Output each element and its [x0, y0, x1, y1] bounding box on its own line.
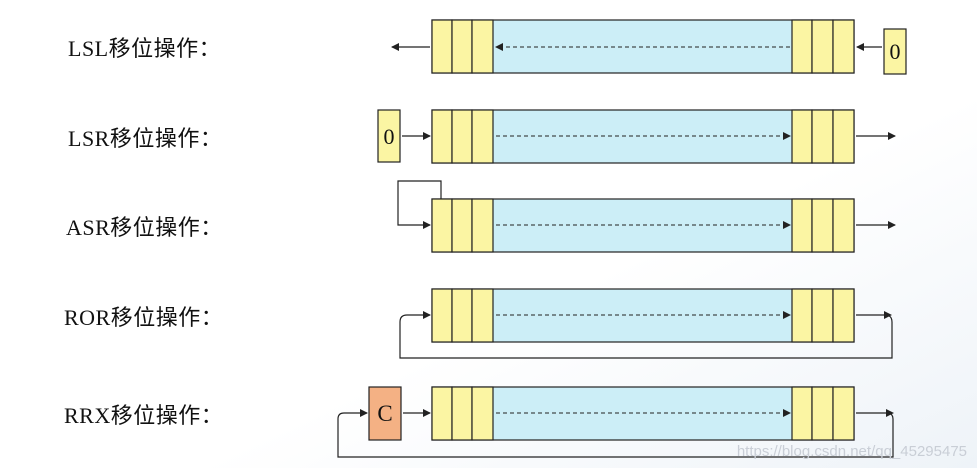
asr-sign-bit-loop	[397, 180, 442, 229]
ror-label: ROR移位操作：	[64, 305, 224, 330]
lsl-label: LSL移位操作：	[68, 36, 222, 61]
lsr-label: LSR移位操作：	[68, 126, 223, 151]
lsl-fill-bit-box	[883, 28, 907, 75]
ror-out-arrowhead	[884, 311, 892, 319]
lsr-fill-bit-box	[377, 109, 401, 163]
rrx-label: RRX移位操作：	[64, 403, 224, 428]
lsr-fill-bit: 0	[384, 124, 395, 149]
lsl-fill-bit: 0	[890, 39, 901, 64]
watermark: https://blog.csdn.net/qq_45295475	[736, 443, 967, 460]
rrx-out-arrowhead	[886, 409, 894, 417]
rrx-carry-box	[368, 386, 402, 441]
asr-label: ASR移位操作：	[66, 215, 223, 240]
rrx-carry-bit: C	[377, 401, 392, 426]
